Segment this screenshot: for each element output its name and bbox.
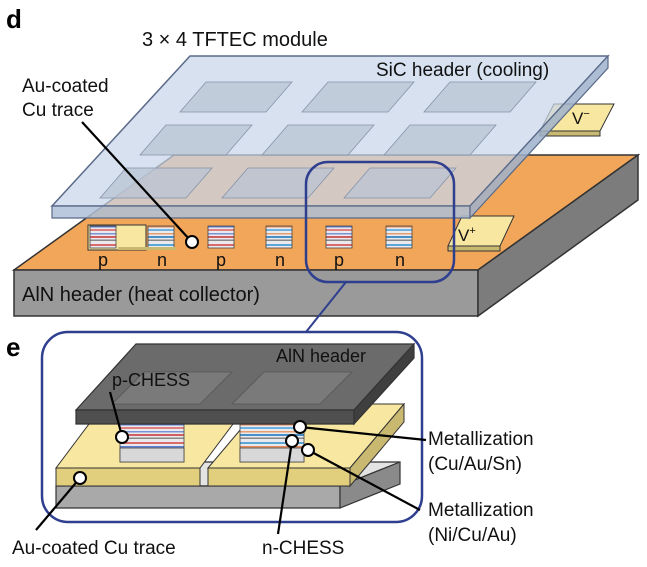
zoom-connector-line (305, 281, 347, 333)
leg-label: n (275, 250, 285, 270)
leg-pair-1 (87, 224, 176, 251)
n-chess-label: n-CHESS (262, 538, 344, 559)
panel-label-e: e (6, 332, 20, 362)
ghost-stacks (99, 81, 537, 199)
e-trace-leader (35, 477, 81, 531)
p-leg (207, 225, 235, 249)
n-leg (385, 225, 413, 249)
sic-header (50, 54, 610, 220)
metal1-label-line2: (Cu/Au/Sn) (428, 454, 522, 475)
v-plus-label: V+ (458, 225, 476, 245)
e-trace-marker (73, 471, 87, 485)
leg-labels: p n p n p n (98, 250, 405, 270)
metal1-leader (299, 425, 427, 442)
leg-label: p (98, 250, 108, 270)
trace-label-line1: Au-coated (22, 76, 109, 97)
v-plus-pad (447, 215, 515, 252)
v-minus-label: V− (572, 108, 590, 128)
e-trace-label: Au-coated Cu trace (12, 538, 176, 559)
sic-side-face (469, 54, 609, 220)
sic-header-label: SiC header (cooling) (376, 60, 549, 81)
metal2-leader (307, 449, 421, 511)
n-leg (147, 225, 175, 249)
p-leg (325, 225, 353, 249)
leg-pair-3 (325, 225, 413, 249)
metal2-label-line2: (Ni/Cu/Au) (428, 525, 517, 546)
sic-front-face (51, 205, 471, 219)
p-chess-leader (108, 391, 124, 437)
metal2-marker (301, 443, 315, 457)
p-chess-marker (115, 430, 129, 444)
p-leg (89, 225, 117, 249)
aln-heat-collector-label: AlN header (heat collector) (22, 284, 260, 306)
panel-e-frame (40, 330, 424, 524)
leg-label: p (334, 250, 344, 270)
substrate-side-face (477, 153, 639, 318)
p-chess-leg (119, 423, 185, 463)
metal1-label-line1: Metallization (428, 429, 534, 450)
e-aln-header-label: AlN header (276, 346, 366, 366)
n-leg (265, 225, 293, 249)
trace-leader-line (81, 121, 191, 241)
p-chess-label: p-CHESS (112, 370, 190, 390)
n-chess-leader (276, 440, 294, 535)
metal2-label-line1: Metallization (428, 500, 534, 521)
leg-label: p (216, 250, 226, 270)
panel-label-d: d (6, 4, 22, 34)
n-chess-marker (285, 434, 299, 448)
leg-pair-2 (207, 225, 293, 249)
zoom-callout-box (304, 160, 456, 284)
e-aln-header (74, 342, 416, 426)
leg-label: n (395, 250, 405, 270)
metal1-marker (293, 420, 307, 434)
front-leg-row (87, 224, 413, 251)
module-title: 3 × 4 TFTEC module (142, 29, 328, 51)
n-chess-leg (239, 423, 305, 463)
trace-label-line2: Cu trace (22, 100, 94, 121)
leg-label: n (157, 250, 167, 270)
trace-marker (185, 235, 199, 249)
